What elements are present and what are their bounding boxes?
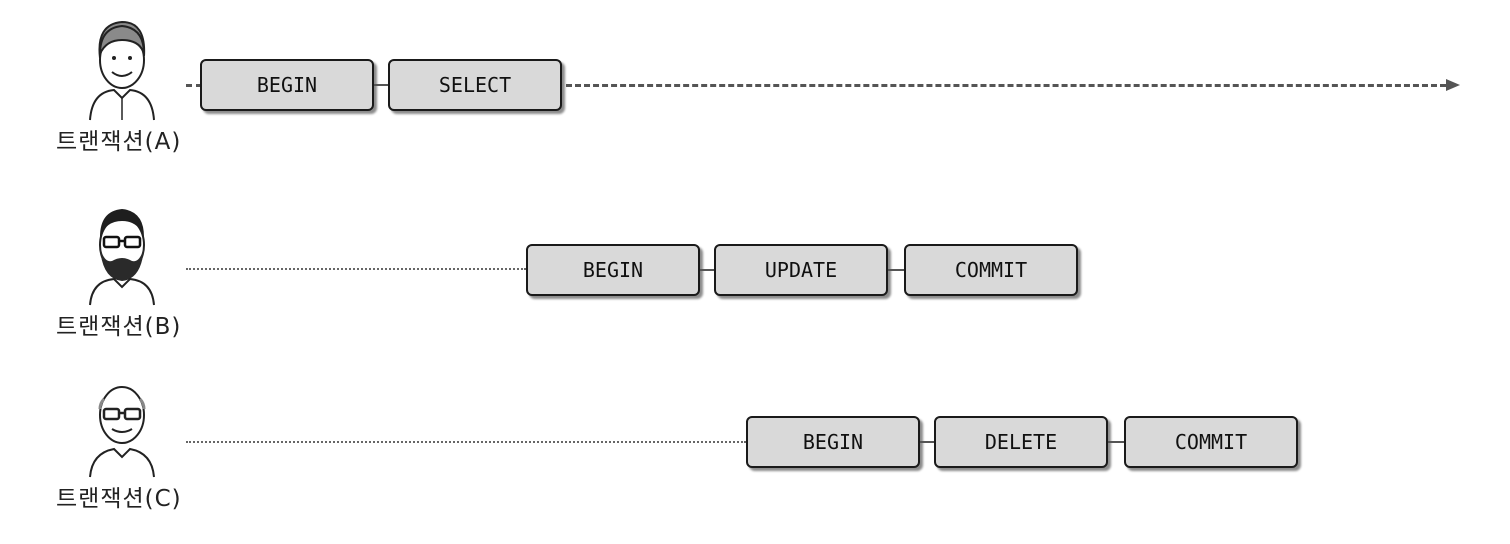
transaction-b-label: 트랜잭션(B) [56,314,182,340]
step-c-delete: DELETE [934,416,1108,468]
timeline-b-wait [186,268,526,270]
step-a-select: SELECT [388,59,562,111]
step-connector [700,269,714,271]
timeline-a-lead [186,84,202,87]
step-connector [1108,441,1124,443]
step-connector [920,441,934,443]
timeline-c-wait [186,441,746,443]
step-connector [888,269,904,271]
timeline-arrow-icon [1446,79,1460,91]
transaction-a-label: 트랜잭션(A) [56,129,182,155]
transaction-lane-a: 트랜잭션(A) BEGIN SELECT [0,0,1510,155]
transaction-lane-b: 트랜잭션(B) BEGIN UPDATE COMMIT [0,185,1510,340]
timeline-a-continuation [566,84,1446,87]
person-a-avatar-icon [89,20,155,121]
step-c-begin: BEGIN [746,416,920,468]
step-b-update: UPDATE [714,244,888,296]
step-b-begin: BEGIN [526,244,700,296]
step-a-begin: BEGIN [200,59,374,111]
step-connector [374,84,388,86]
transaction-c-label: 트랜잭션(C) [56,486,182,512]
step-c-commit: COMMIT [1124,416,1298,468]
step-b-commit: COMMIT [904,244,1078,296]
person-c-avatar-icon [89,386,155,478]
person-b-avatar-icon [89,209,155,306]
transaction-lane-c: 트랜잭션(C) BEGIN DELETE COMMIT [0,357,1510,512]
